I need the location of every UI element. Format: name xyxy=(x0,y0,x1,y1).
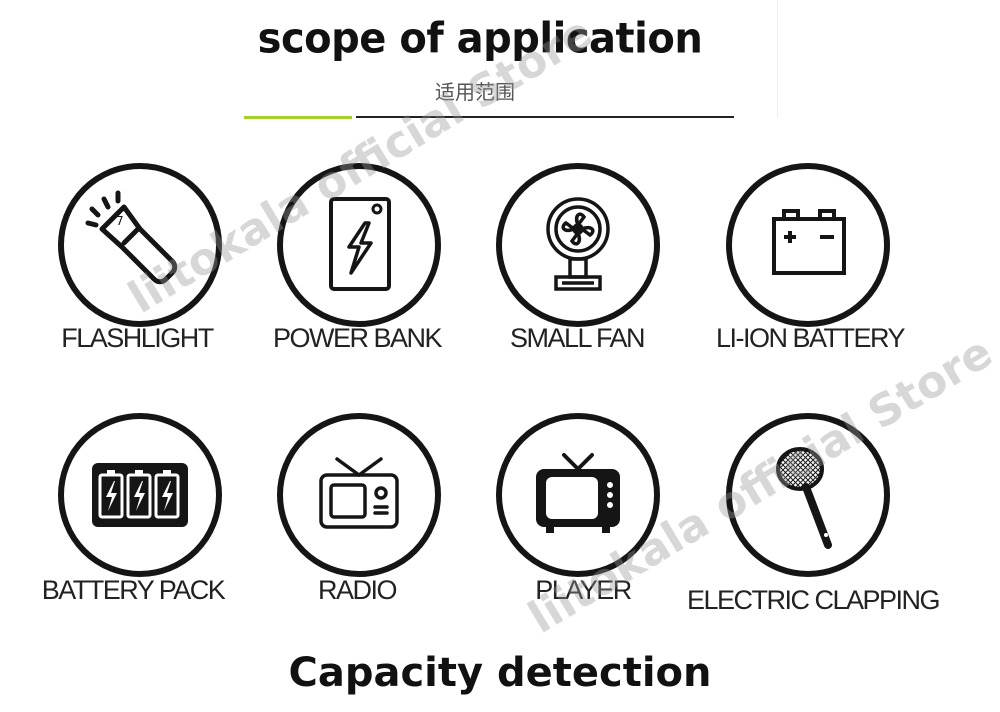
electric-clapping-circle xyxy=(726,413,890,577)
next-section-title: Capacity detection xyxy=(288,650,712,696)
li-ion-battery-icon xyxy=(772,209,846,275)
flashlight-icon: 7 xyxy=(85,190,178,285)
section-title: scope of application xyxy=(257,14,703,64)
item-label-flashlight: FLASHLIGHT xyxy=(61,323,214,353)
battery-pack-icon xyxy=(92,463,188,527)
li-ion-battery-circle xyxy=(726,163,890,327)
power-bank-icon xyxy=(329,197,391,291)
small-fan-icon xyxy=(546,197,610,291)
radio-icon xyxy=(319,457,399,529)
flashlight-circle: 7 xyxy=(58,163,222,327)
svg-text:7: 7 xyxy=(116,214,124,228)
player-circle xyxy=(496,413,660,577)
item-label-electric-clapping: ELECTRIC CLAPPING xyxy=(686,585,941,615)
item-label-power-bank: POWER BANK xyxy=(272,323,443,353)
power-bank-circle xyxy=(277,163,441,327)
radio-circle xyxy=(277,413,441,577)
item-label-radio: RADIO xyxy=(317,575,398,605)
item-label-player: PLAYER xyxy=(535,575,632,605)
section-subtitle: 适用范围 xyxy=(435,80,515,104)
player-tv-icon xyxy=(536,453,620,533)
small-fan-circle xyxy=(496,163,660,327)
item-label-small-fan: SMALL FAN xyxy=(509,323,646,353)
battery-pack-circle xyxy=(58,413,222,577)
item-label-li-ion-battery: LI-ION BATTERY xyxy=(715,323,906,353)
title-underline-accent xyxy=(244,116,352,119)
electric-swatter-icon xyxy=(776,447,832,549)
title-underline xyxy=(356,116,734,118)
divider xyxy=(777,0,778,118)
item-label-battery-pack: BATTERY PACK xyxy=(41,575,226,605)
